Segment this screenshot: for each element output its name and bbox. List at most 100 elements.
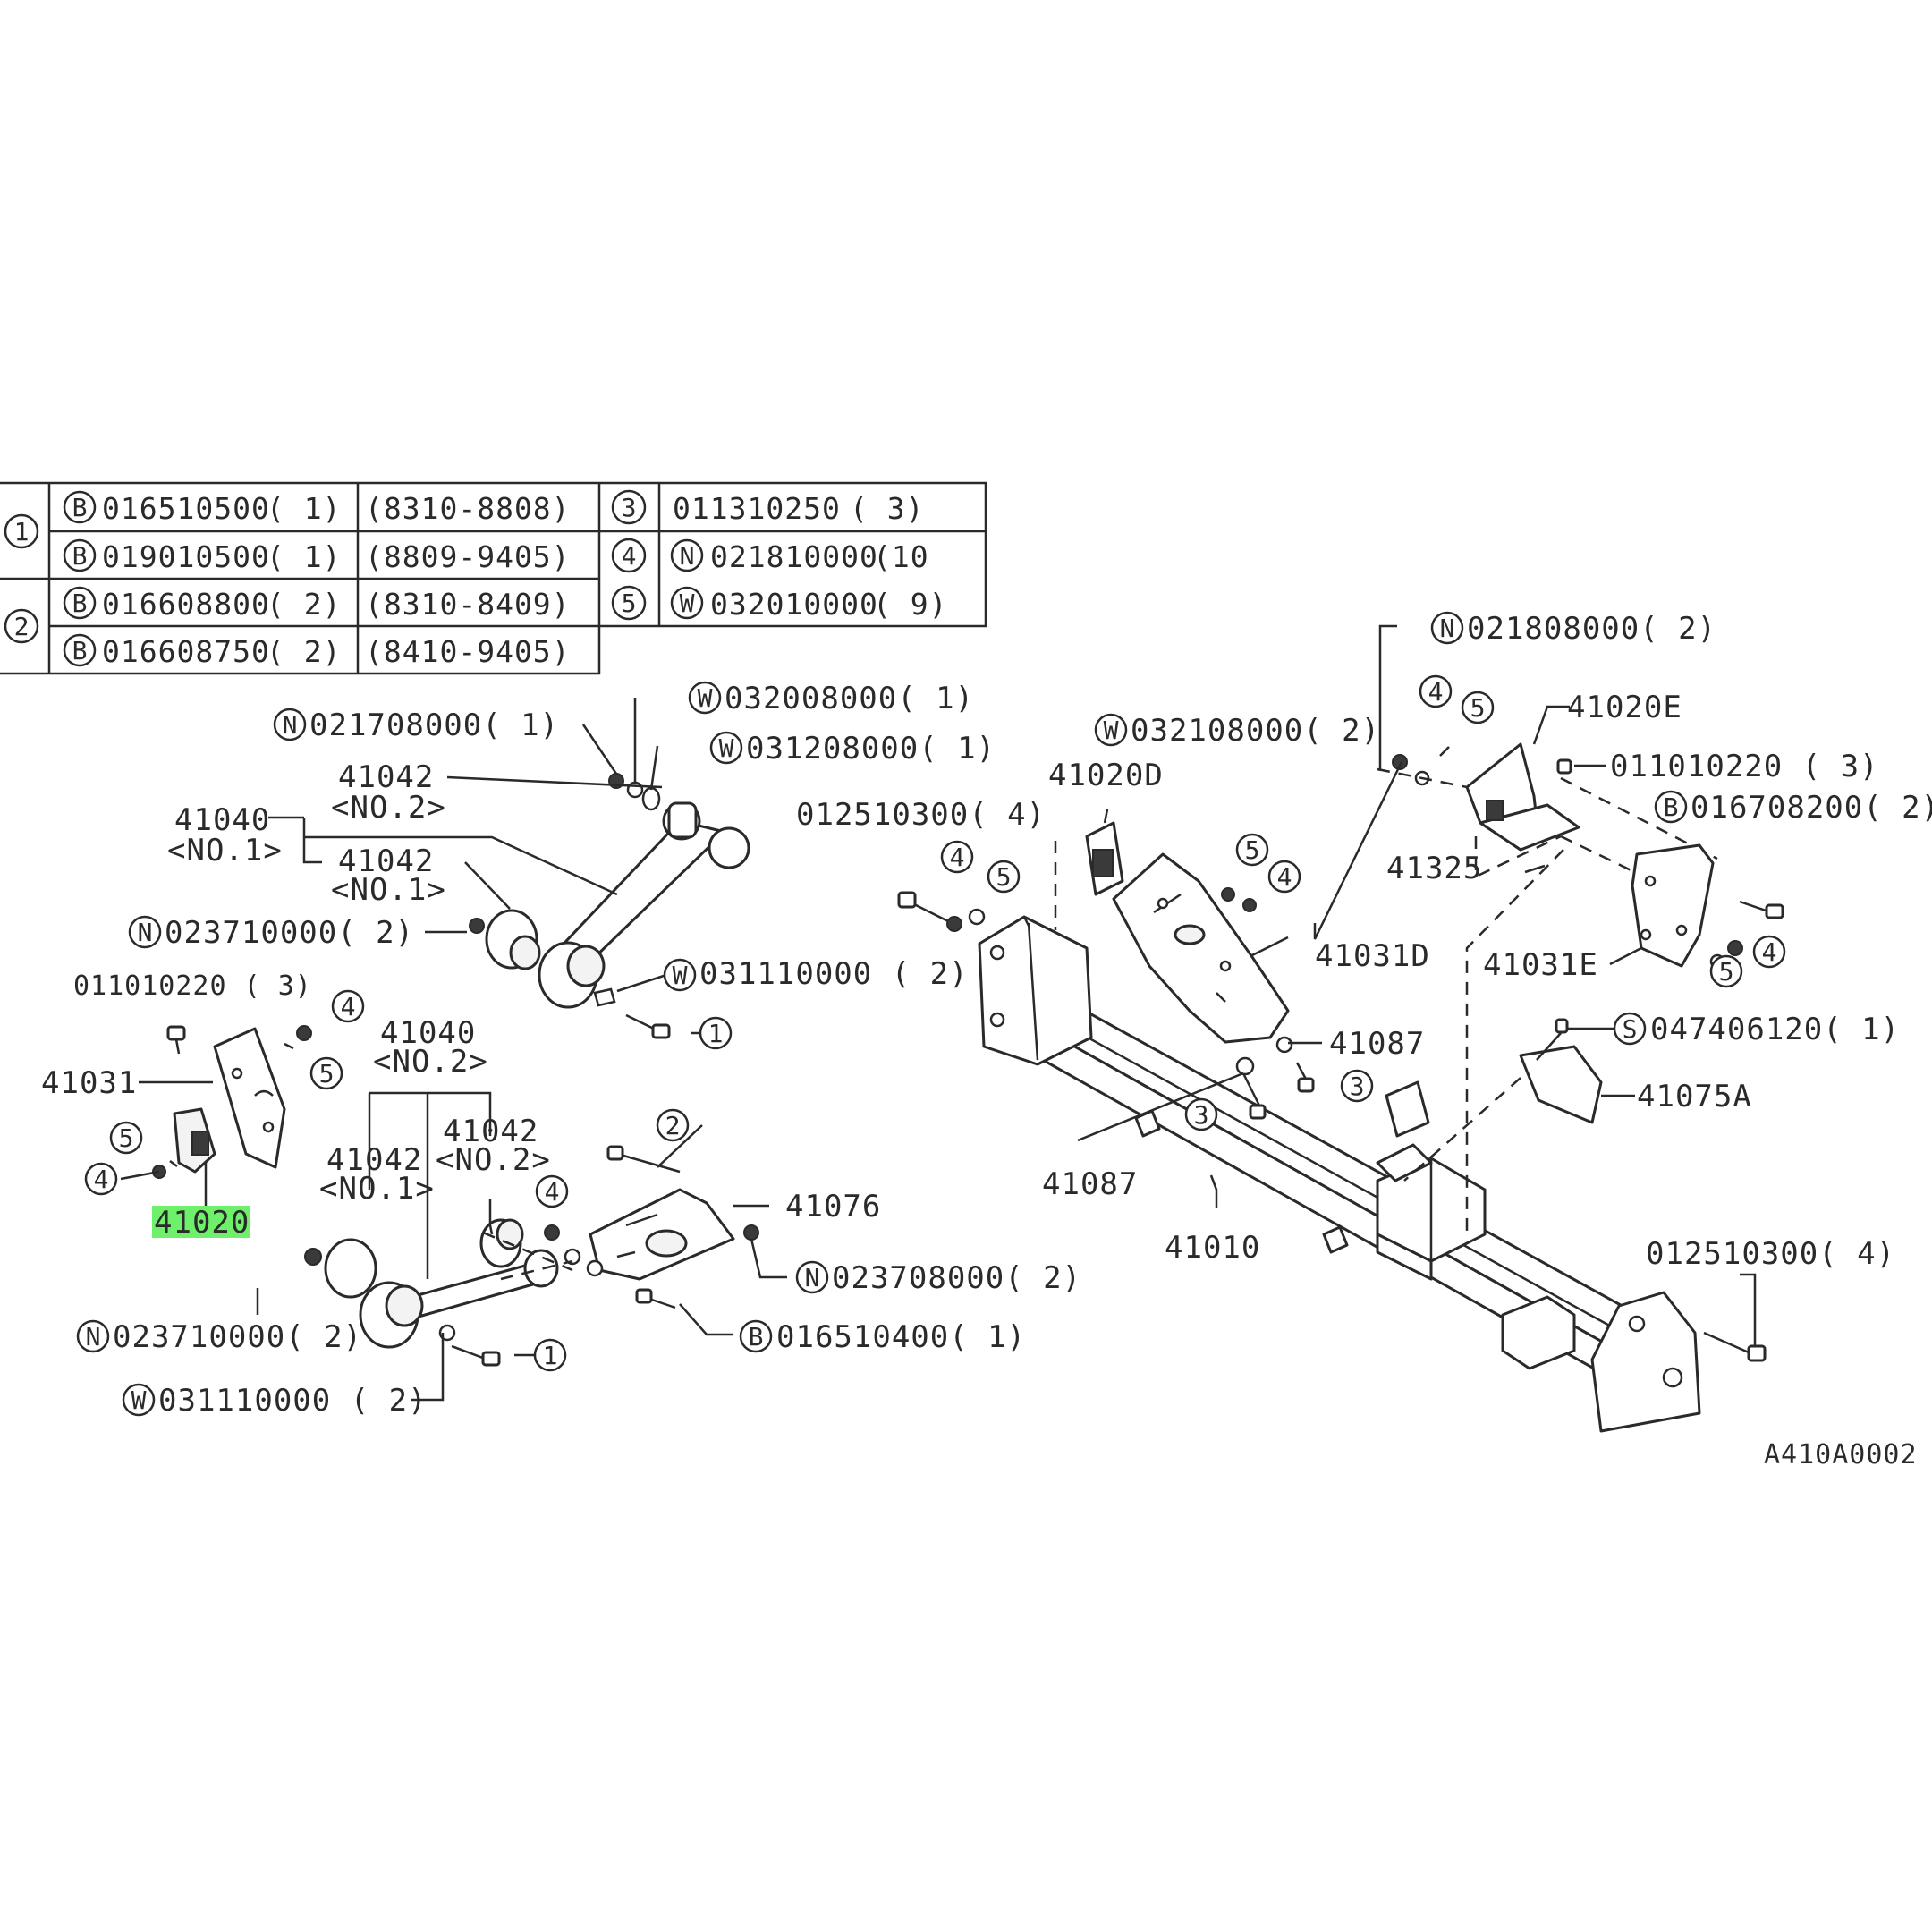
svg-text:W: W bbox=[719, 733, 734, 763]
ref-marker-4: 4 bbox=[84, 1162, 118, 1196]
svg-text:41040: 41040 bbox=[174, 802, 270, 838]
differential-mount-41076 bbox=[482, 1145, 759, 1309]
ref-marker-5: 5 bbox=[987, 860, 1021, 894]
svg-text:032008000( 1): 032008000( 1) bbox=[724, 681, 974, 716]
svg-text:<NO.2>: <NO.2> bbox=[373, 1044, 488, 1080]
table-row: B 016608750 ( 2) (8410-9405) bbox=[63, 633, 570, 669]
svg-text:(8809-9405): (8809-9405) bbox=[365, 539, 571, 574]
cover-41075A bbox=[1403, 1018, 1603, 1182]
table-row: B 016510500 ( 1) (8310-8808) 3 011310250… bbox=[63, 489, 923, 526]
svg-text:N: N bbox=[1440, 614, 1455, 643]
callout-b016708200: B 016708200( 2) bbox=[1654, 790, 1932, 826]
callout-n023710000-upper: N 023710000( 2) bbox=[128, 915, 414, 951]
upper-trailing-link-assembly bbox=[469, 773, 750, 1039]
callout-41042-no1-upper: 41042 <NO.1> bbox=[331, 843, 445, 908]
svg-text:41076: 41076 bbox=[785, 1189, 881, 1224]
ref-marker-3: 3 bbox=[1184, 1097, 1218, 1131]
svg-text:4: 4 bbox=[1428, 677, 1444, 707]
svg-text:4: 4 bbox=[341, 992, 356, 1021]
svg-text:016608800: 016608800 bbox=[102, 587, 270, 622]
ref-marker-5: 5 bbox=[1709, 954, 1743, 988]
svg-text:( 9): ( 9) bbox=[873, 587, 947, 622]
svg-text:031110000 ( 2): 031110000 ( 2) bbox=[699, 956, 969, 992]
svg-text:B: B bbox=[72, 541, 88, 571]
callout-011010220-right: 011010220 ( 3) bbox=[1610, 749, 1878, 784]
callout-n021708000: N 021708000( 1) bbox=[273, 708, 558, 743]
callout-s047406120: S 047406120( 1) bbox=[1613, 1012, 1899, 1047]
callout-41042-no2-upper: 41042 <NO.2> bbox=[331, 759, 446, 826]
ref-marker-4: 4 bbox=[535, 1174, 569, 1208]
ref-marker-5: 5 bbox=[309, 1056, 343, 1090]
svg-text:N: N bbox=[805, 1263, 820, 1292]
ref-marker-4: 4 bbox=[1267, 860, 1301, 894]
svg-text:W: W bbox=[698, 683, 713, 713]
ref-marker-4: 4 bbox=[940, 840, 974, 874]
callout-n023708000: N 023708000( 2) bbox=[795, 1260, 1081, 1296]
svg-text:W: W bbox=[680, 589, 695, 618]
callout-41087-b: 41087 bbox=[1042, 1166, 1137, 1202]
svg-text:5: 5 bbox=[622, 589, 637, 618]
callout-41076: 41076 bbox=[785, 1189, 881, 1224]
svg-text:41042: 41042 bbox=[326, 1142, 422, 1178]
callout-41031E: 41031E bbox=[1483, 947, 1597, 983]
svg-text:41010: 41010 bbox=[1165, 1230, 1260, 1266]
callout-41031D: 41031D bbox=[1315, 938, 1430, 974]
svg-text:4: 4 bbox=[1762, 937, 1777, 967]
callout-w031110000-lower: W 031110000 ( 2) bbox=[122, 1383, 427, 1419]
ref-marker-1: 1 bbox=[699, 1016, 733, 1050]
ref-marker-2: 2 bbox=[656, 1108, 690, 1142]
svg-text:<NO.2>: <NO.2> bbox=[436, 1142, 551, 1178]
callout-labels: N 021708000( 1) W 032008000( 1) W 031208… bbox=[41, 611, 1932, 1470]
callout-012510300-lower: 012510300( 4) bbox=[1646, 1236, 1894, 1272]
callout-41010: 41010 bbox=[1165, 1230, 1260, 1266]
svg-text:41042: 41042 bbox=[338, 843, 434, 879]
svg-text:41020D: 41020D bbox=[1048, 758, 1164, 793]
ref-marker-4: 4 bbox=[1752, 935, 1786, 969]
callout-n023710000-lower: N 023710000( 2) bbox=[76, 1319, 361, 1355]
svg-text:N: N bbox=[680, 541, 695, 571]
svg-text:(8310-8808): (8310-8808) bbox=[365, 491, 571, 526]
svg-text:021808000( 2): 021808000( 2) bbox=[1467, 611, 1716, 647]
svg-text:5: 5 bbox=[1245, 835, 1260, 865]
svg-text:016510500: 016510500 bbox=[102, 491, 270, 526]
svg-text:41042: 41042 bbox=[443, 1114, 538, 1149]
callout-41087-a: 41087 bbox=[1329, 1026, 1424, 1062]
callout-41031: 41031 bbox=[41, 1065, 136, 1101]
svg-text:5: 5 bbox=[119, 1123, 134, 1153]
svg-text:( 1): ( 1) bbox=[267, 491, 341, 526]
svg-text:2: 2 bbox=[14, 612, 30, 641]
ref-marker-5: 5 bbox=[1461, 691, 1495, 724]
svg-text:41075A: 41075A bbox=[1637, 1079, 1752, 1114]
svg-text:B: B bbox=[72, 636, 88, 665]
callout-011010220-left: 011010220 ( 3) bbox=[73, 970, 311, 1002]
svg-text:41040: 41040 bbox=[380, 1015, 476, 1051]
svg-text:<NO.2>: <NO.2> bbox=[331, 790, 446, 826]
callout-n021808000: N 021808000( 2) bbox=[1430, 611, 1716, 647]
crossmember-41010 bbox=[978, 915, 1701, 1433]
callout-w032108000: W 032108000( 2) bbox=[1094, 713, 1379, 749]
callout-41040-no1: 41040 <NO.1> bbox=[167, 802, 282, 869]
svg-text:023710000( 2): 023710000( 2) bbox=[165, 915, 414, 951]
svg-text:031208000( 1): 031208000( 1) bbox=[746, 731, 996, 767]
svg-text:A410A0002: A410A0002 bbox=[1764, 1439, 1918, 1470]
diagram-id: A410A0002 bbox=[1764, 1439, 1918, 1470]
ref-marker-5: 5 bbox=[1235, 833, 1269, 867]
mount-41020D bbox=[1054, 809, 1124, 930]
svg-text:B: B bbox=[72, 589, 88, 618]
ref-markers: 1 1 2 3 3 4 4 4 4 4 4 4 5 5 5 5 5 5 bbox=[84, 674, 1786, 1372]
svg-text:41031D: 41031D bbox=[1315, 938, 1430, 974]
callout-41325: 41325 bbox=[1386, 851, 1481, 886]
callout-41020-highlighted: 41020 bbox=[152, 1205, 250, 1241]
lower-link-assembly bbox=[304, 1218, 559, 1367]
svg-text:W: W bbox=[1104, 716, 1119, 745]
svg-text:1: 1 bbox=[14, 517, 30, 547]
svg-text:<NO.1>: <NO.1> bbox=[319, 1171, 435, 1207]
svg-text:5: 5 bbox=[1719, 957, 1734, 987]
svg-text:W: W bbox=[673, 961, 688, 990]
svg-text:3: 3 bbox=[622, 493, 637, 522]
svg-text:023708000( 2): 023708000( 2) bbox=[832, 1260, 1081, 1296]
svg-text:N: N bbox=[138, 918, 153, 947]
svg-text:2: 2 bbox=[665, 1111, 681, 1140]
ref-marker-3: 3 bbox=[1340, 1069, 1374, 1103]
svg-text:N: N bbox=[283, 710, 298, 740]
